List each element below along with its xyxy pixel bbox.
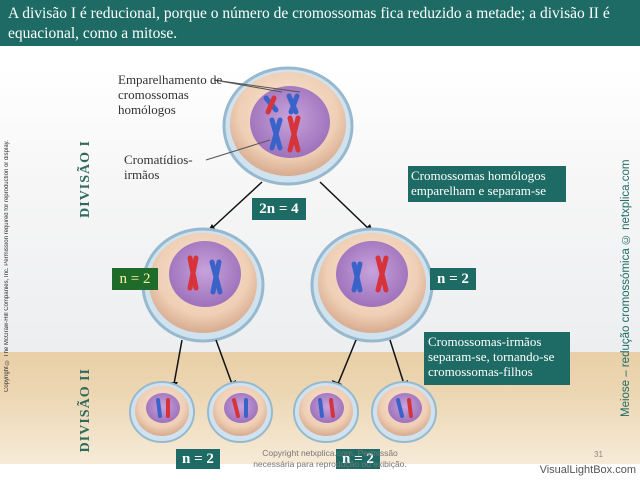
- division-ii-label: DIVISÃO II: [78, 368, 93, 453]
- brand-watermark[interactable]: VisualLightBox.com: [539, 464, 636, 476]
- credit-vertical-right: Meiose – redução cromossómica © netxplic…: [620, 159, 632, 417]
- footer-line-2: necessária para reprodução ou exibição.: [253, 459, 407, 469]
- ploidy-bottom-right: n = 2: [336, 449, 380, 469]
- sisters-info-box: Cromossomas-irmãos separam-se, tornando-…: [424, 332, 570, 385]
- granddaughter-cell-4: [371, 381, 437, 443]
- header-text: A divisão I é reducional, porque o númer…: [8, 5, 610, 42]
- arrow-left-1: [209, 181, 263, 231]
- daughter-cell-left: [141, 227, 265, 343]
- parent-cell: [205, 66, 354, 186]
- chromatids-annotation: Cromatídios-irmãos: [124, 152, 193, 182]
- copyright-vertical-left: Copyright © The McGraw-Hill Companies, I…: [4, 140, 10, 392]
- ploidy-right-daughter: n = 2: [430, 268, 476, 290]
- granddaughter-cell-3: [293, 381, 359, 443]
- daughter-cell-right: [310, 227, 434, 343]
- slide-header: A divisão I é reducional, porque o númer…: [0, 0, 640, 46]
- ploidy-parent: 2n = 4: [252, 198, 306, 220]
- footer-line-1: Copyright netxplica.com. Permissão: [262, 448, 398, 458]
- parent-chromosomes: [263, 93, 301, 153]
- footer-copyright: Copyright netxplica.com. Permissão neces…: [230, 448, 430, 470]
- homologues-info-box: Cromossomas homólogos emparelham e separ…: [408, 166, 566, 202]
- granddaughter-cell-1: [129, 381, 195, 443]
- pairing-annotation: Emparelhamento de cromossomas homólogos: [118, 72, 223, 117]
- page-number: 31: [594, 450, 603, 459]
- division-i-label: DIVISÃO I: [78, 140, 93, 218]
- ploidy-left-daughter: n = 2: [112, 268, 158, 290]
- arrow-right-1: [319, 181, 371, 231]
- ploidy-bottom-left: n = 2: [176, 449, 220, 469]
- granddaughter-cell-2: [207, 381, 273, 443]
